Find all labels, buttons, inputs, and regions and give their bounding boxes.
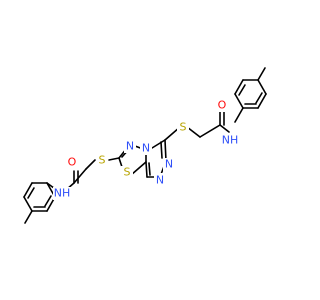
atom-label-nitrogen: N bbox=[142, 142, 150, 155]
bond bbox=[27, 187, 35, 199]
bond bbox=[234, 93, 244, 109]
bond bbox=[151, 139, 166, 149]
bond-lines bbox=[23, 67, 267, 224]
atom-label-nh: NH bbox=[54, 187, 71, 200]
bond bbox=[160, 141, 163, 159]
atom-label-sulfur: S bbox=[124, 166, 131, 179]
bond bbox=[130, 161, 147, 176]
atom-labels: S O NH N N N N S S O NH bbox=[53, 99, 239, 200]
molecule-structure: S O NH N N N N S S O NH bbox=[23, 67, 267, 224]
bond bbox=[199, 124, 221, 138]
bond bbox=[145, 161, 148, 178]
bond bbox=[234, 79, 244, 95]
bond bbox=[23, 196, 33, 212]
atom-label-sulfur: S bbox=[99, 154, 106, 167]
atom-label-nitrogen: N bbox=[126, 140, 134, 153]
bond bbox=[148, 162, 151, 176]
bond bbox=[24, 210, 33, 224]
bond bbox=[257, 93, 267, 109]
bond bbox=[85, 159, 96, 170]
bond bbox=[219, 124, 230, 133]
bond bbox=[164, 139, 167, 162]
atom-label-sulfur: S bbox=[180, 121, 187, 134]
atom-label-nitrogen: N bbox=[156, 174, 164, 187]
bond bbox=[186, 126, 201, 138]
bond bbox=[108, 157, 120, 161]
bond bbox=[23, 182, 33, 198]
bond bbox=[234, 107, 244, 123]
bond bbox=[73, 168, 87, 184]
bond bbox=[118, 157, 123, 168]
atom-label-nitrogen: N bbox=[165, 158, 173, 171]
atom-label-nh: NH bbox=[222, 134, 239, 147]
bond bbox=[257, 67, 266, 81]
bond bbox=[257, 79, 267, 95]
bond bbox=[44, 195, 52, 207]
atom-label-oxygen: O bbox=[218, 99, 227, 112]
bond bbox=[238, 84, 246, 96]
bond bbox=[255, 92, 263, 104]
atom-label-oxygen: O bbox=[68, 156, 77, 169]
